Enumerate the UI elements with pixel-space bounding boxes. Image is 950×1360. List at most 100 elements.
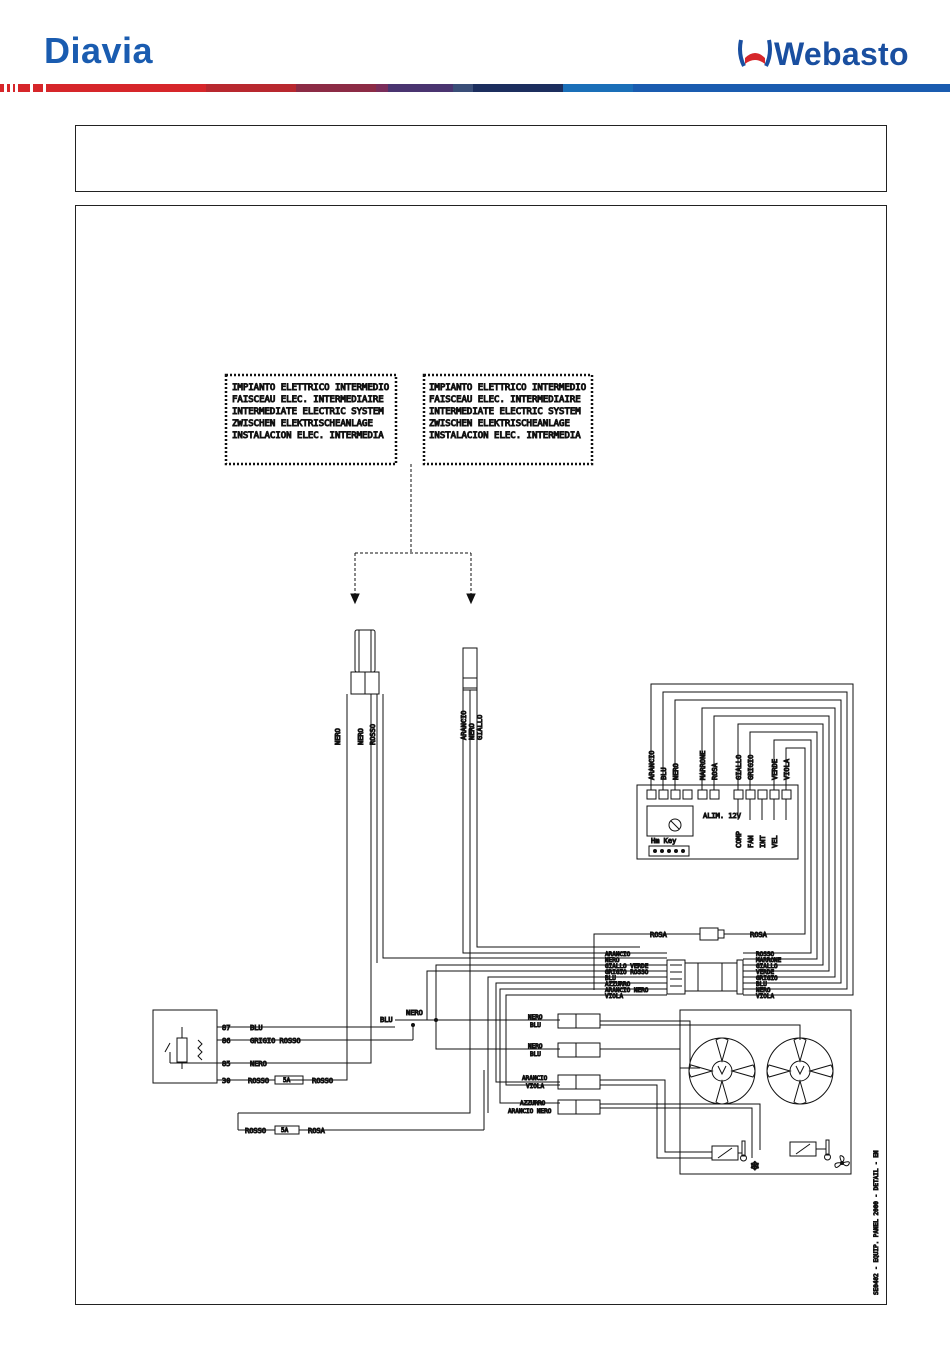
wire-label: ROSSO xyxy=(369,724,377,745)
central-right-label: VERDE xyxy=(756,969,774,976)
central-left-label: GRIGIO ROSSO xyxy=(605,969,649,976)
leader-arrows xyxy=(354,464,472,596)
fan-conn-label: AZZURRO xyxy=(520,1100,546,1107)
wire-label: NERO xyxy=(357,728,365,745)
panel-bottom-label: VEL xyxy=(771,835,779,848)
bottom-fuse-label: ROSSO xyxy=(245,1127,266,1135)
central-connector xyxy=(666,959,744,995)
relay xyxy=(152,1009,238,1084)
splice-label: NERO xyxy=(406,1009,423,1017)
fan-conn-label: ARANCIO xyxy=(522,1075,548,1082)
central-left-label: NERO xyxy=(605,957,620,964)
relay-wire-label: NERO xyxy=(250,1060,267,1068)
central-right-label: ROSSO xyxy=(756,951,774,958)
panel-bus-wires xyxy=(650,683,854,996)
panel-wire-label: VERDE xyxy=(771,759,779,780)
fan-conn-label: NERO xyxy=(528,1043,543,1050)
panel-wire-label: ARANCIO xyxy=(648,750,656,780)
diagram-frame xyxy=(75,205,887,1305)
fan-connectors xyxy=(557,1013,801,1159)
note-right-line-5: INSTALACION ELEC. INTERMEDIA xyxy=(429,431,581,441)
panel-bottom-label: COMP xyxy=(735,831,743,848)
rosa-top-label: ROSA xyxy=(650,931,668,939)
arrow-left-icon xyxy=(350,593,360,605)
fan-conn-label: ARANCIO NERO xyxy=(508,1108,552,1115)
fan-conn-label: VIOLA xyxy=(526,1083,544,1090)
note-box-left: IMPIANTO ELETTRICO INTERMEDIO FAISCEAU E… xyxy=(224,373,398,466)
note-left-line-4: ZWISCHEN ELEKTRISCHEANLAGE xyxy=(232,419,373,429)
central-right-label: MARRONE xyxy=(756,957,782,964)
splice xyxy=(395,1018,560,1027)
note-left-line-2: FAISCEAU ELEC. INTERMEDIAIRE xyxy=(232,395,384,405)
connector-right-wires xyxy=(238,690,640,1114)
central-right-label: VIOLA xyxy=(756,993,774,1000)
bottom-fuse-value: 5A xyxy=(281,1127,289,1134)
note-right-line-2: FAISCEAU ELEC. INTERMEDIAIRE xyxy=(429,395,581,405)
fan-conn-label: BLU xyxy=(530,1051,541,1058)
webasto-emblem-icon xyxy=(738,39,772,67)
central-left-label: VIOLA xyxy=(605,993,623,1000)
central-left-label: BLU xyxy=(605,975,616,982)
panel-bottom-label: FAN xyxy=(747,835,755,848)
panel-hm-label: Hm Key xyxy=(651,837,676,845)
connector-left xyxy=(350,629,380,695)
webasto-wordmark: Webasto xyxy=(774,35,909,72)
fan-symbol-icon xyxy=(834,1155,850,1168)
bottom-fuse xyxy=(237,1070,485,1135)
rosa-right-label: ROSA xyxy=(750,931,768,939)
relay-pin-87: 87 xyxy=(222,1024,230,1032)
bottom-fuse-label: ROSA xyxy=(308,1127,326,1135)
arrow-right-icon xyxy=(466,593,476,605)
panel-wire-label: ROSA xyxy=(711,762,719,780)
central-right-label: GIALLO xyxy=(756,963,778,970)
note-left-line-1: IMPIANTO ELETTRICO INTERMEDIO xyxy=(232,383,389,393)
note-right-line-4: ZWISCHEN ELEKTRISCHEANLAGE xyxy=(429,419,570,429)
central-left-label: ARANCIO NERO xyxy=(605,987,649,994)
fan-unit xyxy=(679,1009,852,1175)
relay-pin-86: 86 xyxy=(222,1037,230,1045)
panel-wire-label: VIOLA xyxy=(783,758,791,780)
central-left-label: GIALLO VERDE xyxy=(605,963,649,970)
title-box xyxy=(75,125,887,192)
central-left-label: ARANCIO xyxy=(605,951,631,958)
central-left-label: AZZURRO xyxy=(605,981,631,988)
panel-wire-label: MARRONE xyxy=(699,750,707,780)
central-right-label: GRIGIO xyxy=(756,975,778,982)
panel-wire-label: GRIGIO xyxy=(747,755,755,780)
note-box-right: IMPIANTO ELETTRICO INTERMEDIO FAISCEAU E… xyxy=(422,373,594,466)
wire-label: GIALLO xyxy=(476,715,484,740)
wire-label: ARANCIO xyxy=(460,710,468,740)
relay-out-label: ROSSO xyxy=(312,1077,333,1085)
relay-wire-label: GRIGIO ROSSO xyxy=(250,1037,301,1045)
central-right-label: NERO xyxy=(756,987,771,994)
central-left-wires xyxy=(426,952,667,1113)
relay-wires xyxy=(238,1025,414,1085)
header-stripe xyxy=(0,84,950,92)
diavia-logo: Diavia xyxy=(44,30,154,71)
wire-label: NERO xyxy=(334,728,342,745)
fan-conn-label: NERO xyxy=(528,1014,543,1021)
splice-label: BLU xyxy=(380,1016,393,1024)
webasto-logo: Webasto xyxy=(738,34,909,74)
central-right-label: BLU xyxy=(756,981,767,988)
note-right-line-1: IMPIANTO ELETTRICO INTERMEDIO xyxy=(429,383,586,393)
relay-wire-label: BLU xyxy=(250,1024,263,1032)
snowflake-icon: ❄ xyxy=(750,1159,759,1174)
relay-fuse-label: 5A xyxy=(283,1077,291,1084)
panel-wire-label: NERO xyxy=(672,763,680,780)
relay-pin-30: 30 xyxy=(222,1077,230,1085)
panel-wire-label: GIALLO xyxy=(735,755,743,780)
note-left-line-3: INTERMEDIATE ELECTRIC SYSTEM xyxy=(232,407,384,417)
panel-bottom-label: INT xyxy=(759,835,767,848)
wire-label: NERO xyxy=(468,723,476,740)
central-right-wires xyxy=(743,952,790,996)
side-caption: SE0402 - EQUIP. PANEL 2000 - DETAIL - EN xyxy=(873,1150,880,1295)
relay-wire-label: ROSSO xyxy=(248,1077,269,1085)
note-left-line-5: INSTALACION ELEC. INTERMEDIA xyxy=(232,431,384,441)
panel-wire-label: BLU xyxy=(660,767,668,780)
connector-right xyxy=(462,647,478,691)
fan-conn-label: BLU xyxy=(530,1022,541,1029)
connector-left-wires xyxy=(238,694,640,1081)
panel-module-label: ALIM. 12V xyxy=(703,812,742,820)
